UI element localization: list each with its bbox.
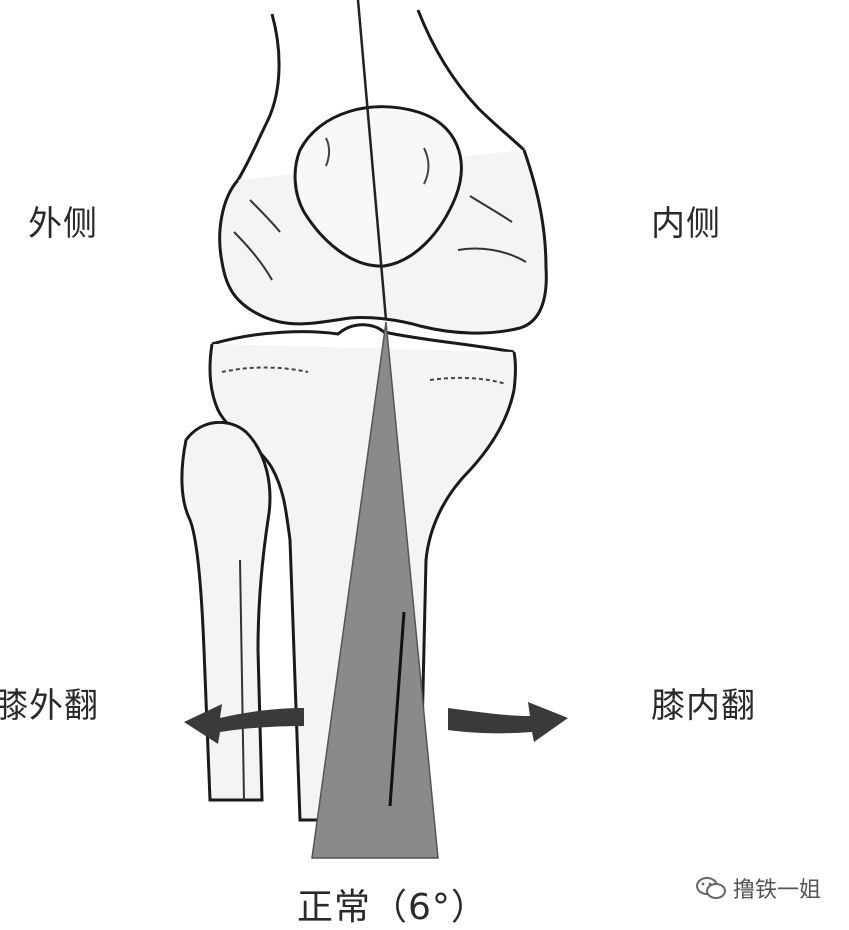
fibula xyxy=(180,420,272,802)
watermark: 撸铁一姐 xyxy=(695,872,821,904)
wechat-icon xyxy=(696,877,726,899)
medial-label: 内侧 xyxy=(651,204,721,244)
genu-varum-label: 膝内翻 xyxy=(651,686,756,726)
joint-line xyxy=(211,323,515,354)
tibia-plateau-detail xyxy=(221,366,507,385)
genu-valgum-arrow xyxy=(184,704,304,744)
patella-detail xyxy=(325,137,430,185)
genu-varum-arrow xyxy=(448,702,568,742)
anatomical-axis-line xyxy=(388,611,406,807)
genu-valgum-label: 膝外翻 xyxy=(0,686,99,726)
angle-wedge xyxy=(311,321,439,859)
watermark-text: 撸铁一姐 xyxy=(733,878,822,903)
normal-angle-label: 正常（6°） xyxy=(297,887,488,928)
lateral-label: 外侧 xyxy=(28,204,98,244)
femur-shaft xyxy=(236,13,281,181)
femur-shaft-medial xyxy=(416,9,526,152)
mechanical-axis-line xyxy=(356,0,388,321)
medial-condyle-detail xyxy=(457,195,527,263)
patella xyxy=(293,105,463,268)
fibula-inner-line xyxy=(239,559,245,801)
lateral-condyle-detail xyxy=(233,199,281,281)
